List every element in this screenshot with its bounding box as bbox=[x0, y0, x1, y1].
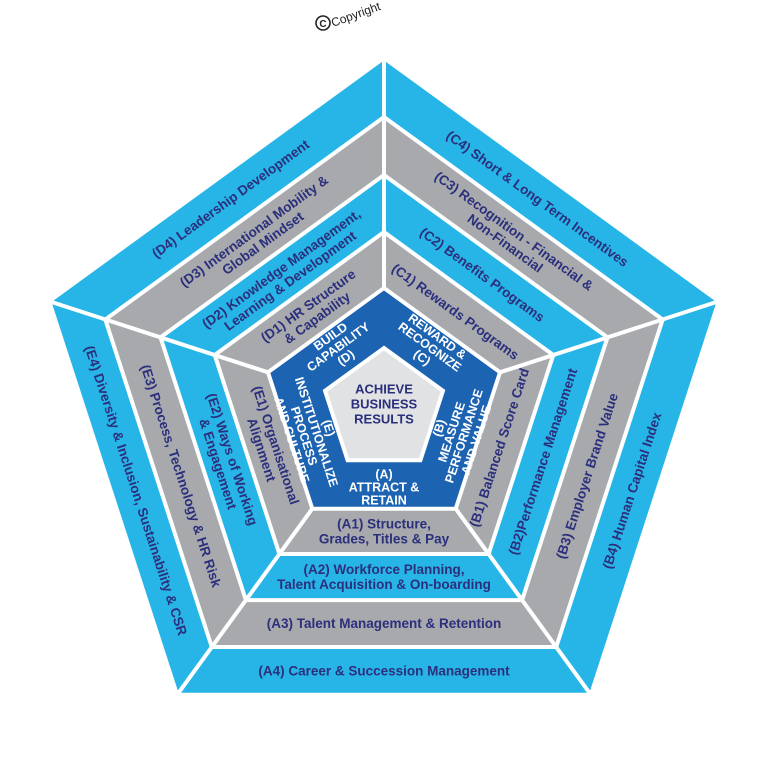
core-label-a: ATTRACT & bbox=[349, 481, 420, 495]
copyright-notice: C Copyright bbox=[315, 0, 383, 31]
center-label: BUSINESS bbox=[351, 397, 418, 412]
copyright-label: Copyright bbox=[329, 0, 383, 30]
core-label-e: (E) bbox=[319, 418, 337, 438]
core-label-a: (A) bbox=[375, 468, 392, 482]
ring-label-a2: Talent Acquisition & On-boarding bbox=[277, 577, 491, 592]
center-label: ACHIEVE bbox=[355, 382, 413, 397]
ring-label-a1: Grades, Titles & Pay bbox=[319, 531, 450, 546]
ring-label-a4: (A4) Career & Succession Management bbox=[258, 663, 510, 678]
copyright-icon bbox=[315, 15, 331, 31]
core-label-a: RETAIN bbox=[361, 494, 407, 508]
ring-label-a3: (A3) Talent Management & Retention bbox=[267, 616, 502, 631]
ring-label-a2: (A2) Workforce Planning, bbox=[303, 562, 464, 577]
copyright-c-glyph: C bbox=[319, 19, 326, 30]
core-label-b: (B) bbox=[430, 418, 449, 439]
ring-label-a1: (A1) Structure, bbox=[337, 516, 431, 531]
center-label: RESULTS bbox=[354, 412, 414, 427]
center-layer bbox=[322, 345, 446, 463]
center-pentagon bbox=[322, 345, 446, 463]
